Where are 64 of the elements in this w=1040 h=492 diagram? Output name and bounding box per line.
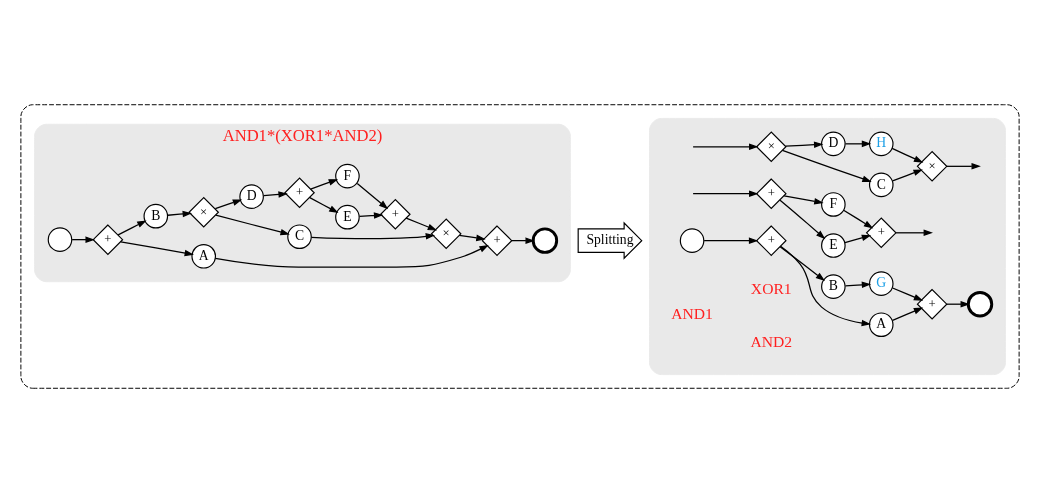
arrow (214, 244, 489, 268)
arrow (120, 240, 194, 256)
arrow (843, 209, 874, 228)
arrow (692, 143, 759, 150)
label: XOR1 (750, 279, 792, 297)
arrow (891, 168, 923, 182)
node-diamond: + (755, 177, 787, 209)
node-circle: D (239, 183, 264, 209)
node-diamond: + (916, 288, 948, 320)
arrow (214, 198, 243, 209)
node-diamond: + (755, 224, 787, 256)
arrow (310, 178, 339, 190)
arrow (310, 232, 436, 240)
node-circle: A (191, 243, 217, 269)
node-circle (47, 226, 73, 252)
cluster (20, 103, 1020, 389)
node-circle: G (868, 270, 894, 296)
node-circle: F (821, 191, 846, 217)
node-diamond: × (755, 130, 787, 162)
arrow (784, 140, 824, 148)
arrow (844, 234, 872, 243)
arrow (781, 149, 872, 182)
arrow (692, 189, 759, 197)
arrow (891, 307, 924, 321)
arrow (779, 245, 871, 326)
arrow (405, 217, 438, 231)
node-circle: E (335, 204, 360, 229)
arrow (891, 286, 924, 301)
arrow (844, 281, 872, 288)
node-diamond: × (430, 217, 462, 249)
arrow (779, 199, 826, 239)
label: AND1 (671, 304, 713, 322)
node-circle (679, 227, 705, 253)
arrow (779, 245, 826, 281)
arrow (215, 214, 290, 235)
node-circle (531, 226, 559, 254)
arrow (117, 219, 147, 236)
node-circle: C (287, 223, 312, 249)
arrow (703, 236, 759, 244)
node-circle: B (821, 273, 846, 299)
node-circle: C (868, 172, 894, 197)
node-circle (966, 290, 994, 317)
arrow (783, 194, 824, 204)
node-diamond: + (92, 223, 124, 255)
node-circle: A (868, 311, 894, 337)
arrow (309, 196, 339, 213)
node-circle: H (868, 131, 894, 156)
arrow (895, 229, 933, 236)
node-circle: F (335, 163, 360, 188)
node-diamond: + (481, 224, 513, 256)
node-circle: D (821, 131, 846, 156)
label: AND2 (750, 332, 793, 350)
node-circle: B (143, 203, 169, 228)
arrow (946, 162, 981, 170)
arrow (356, 182, 389, 209)
node-diamond: × (916, 150, 948, 182)
arrow (891, 147, 924, 163)
cluster (649, 117, 1006, 375)
node-circle: E (821, 232, 846, 258)
node-diamond: + (284, 176, 315, 208)
arrow (358, 211, 384, 219)
arrow (167, 210, 192, 217)
node-diamond: × (188, 196, 220, 228)
arrow (458, 234, 486, 241)
